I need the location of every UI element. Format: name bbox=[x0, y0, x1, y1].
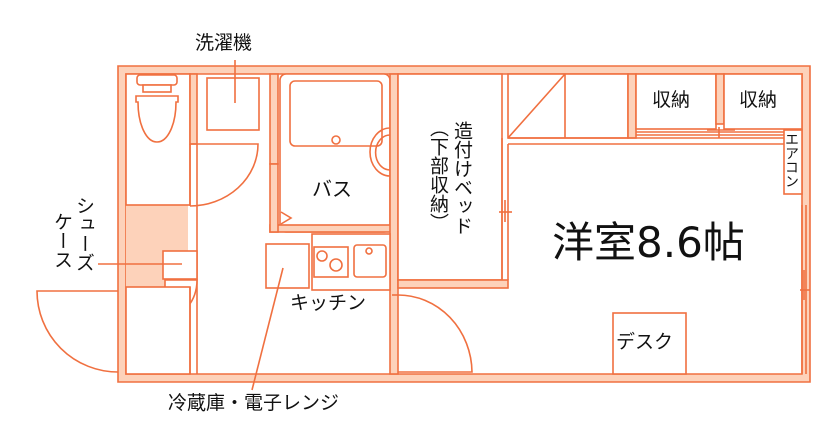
under-storage-label: （下部収納） bbox=[427, 118, 449, 232]
toilet-tank bbox=[136, 74, 178, 86]
toilet-door bbox=[189, 143, 259, 207]
bath-sink bbox=[369, 127, 391, 177]
washing-machine-box bbox=[206, 77, 260, 131]
fridge-box bbox=[265, 243, 310, 289]
storage-1-label: 収納 bbox=[652, 89, 691, 111]
desk-label: デスク bbox=[616, 331, 674, 353]
shoe-case-box bbox=[162, 250, 198, 280]
entrance-closet bbox=[125, 286, 191, 375]
wall-toilet-laundry bbox=[189, 73, 198, 145]
storage-2-box bbox=[723, 73, 803, 130]
shoe-case-label-col1: シューズ bbox=[73, 196, 95, 272]
shoe-case-label-col2: ケース bbox=[51, 212, 73, 269]
kitchen-door bbox=[397, 294, 473, 373]
bathtub bbox=[289, 80, 383, 147]
wall-bath-left bbox=[269, 163, 279, 233]
toilet-neck bbox=[142, 84, 172, 93]
wall-bath-bed bbox=[389, 73, 399, 375]
storage-1-box bbox=[635, 73, 717, 130]
aircon-box bbox=[783, 129, 803, 195]
bath-drain-icon bbox=[331, 135, 341, 145]
wall-laundry-bath bbox=[269, 73, 279, 165]
western-room-label: 洋室8.6帖 bbox=[552, 218, 745, 267]
closet-left bbox=[507, 73, 629, 139]
fridge-microwave-label: 冷蔵庫・電子レンジ bbox=[168, 392, 340, 414]
bath-label: バス bbox=[312, 177, 352, 201]
washing-machine-label: 洗濯機 bbox=[195, 32, 253, 54]
bath-door-marker bbox=[280, 211, 293, 225]
fridge-leader bbox=[251, 267, 284, 391]
built-in-bed-label: 造付けベッド bbox=[451, 121, 473, 235]
entrance-door bbox=[36, 290, 119, 373]
aircon-label: エアコン bbox=[783, 132, 799, 188]
storage-2-label: 収納 bbox=[739, 89, 778, 111]
wall-storage-divider bbox=[715, 73, 725, 125]
wall-closet-storage bbox=[627, 73, 637, 139]
built-in-bed bbox=[397, 73, 503, 281]
desk-box bbox=[612, 312, 687, 375]
kitchen-label: キッチン bbox=[290, 292, 367, 314]
sink-icon bbox=[353, 244, 387, 278]
wall-bath-bottom bbox=[269, 224, 397, 233]
toilet-bowl-icon bbox=[135, 95, 179, 143]
wall-bed-bottom bbox=[397, 279, 509, 289]
